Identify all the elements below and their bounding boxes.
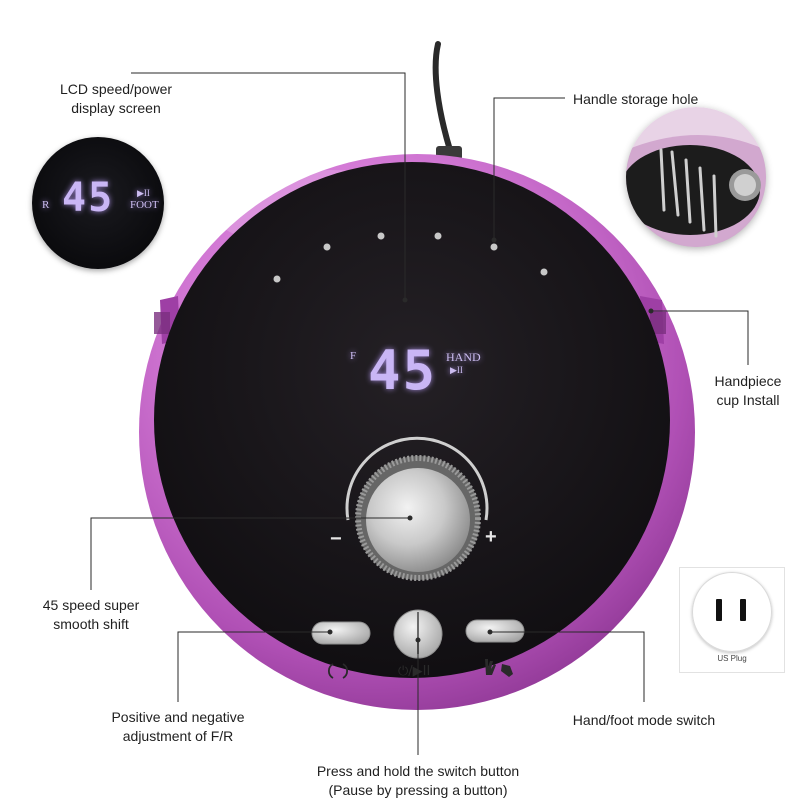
- us-plug-box: US Plug: [679, 567, 785, 673]
- leader-lines: [90, 72, 749, 755]
- label-lcd: LCD speed/power display screen: [59, 81, 173, 116]
- display-mode: HAND: [446, 350, 481, 364]
- plug-icon: [692, 572, 772, 652]
- display-direction: F: [350, 350, 357, 362]
- vent-dots: [273, 232, 548, 283]
- storage-hole-inset: [626, 107, 766, 247]
- plug-caption: US Plug: [717, 654, 747, 663]
- mode-button[interactable]: [466, 620, 524, 642]
- inset-mode: FOOT: [130, 199, 159, 211]
- label-mode-switch: Hand/foot mode switch: [572, 712, 716, 728]
- speed-arc: [345, 436, 489, 521]
- label-storage-hole: Handle storage hole: [573, 91, 699, 107]
- fr-button[interactable]: [312, 622, 370, 644]
- fr-rotate-icon: [327, 663, 349, 679]
- control-face: [154, 162, 670, 678]
- label-handpiece-cup: Handpiece cup Install: [714, 373, 782, 408]
- inset-speed-readout: 45: [62, 175, 115, 221]
- inset-play-pause-icon: ▶II: [137, 188, 150, 198]
- inset-direction: R: [42, 199, 50, 211]
- power-cord: [432, 41, 453, 153]
- knob-minus: −: [330, 528, 342, 550]
- knob-plus: +: [485, 526, 497, 548]
- label-power-button: Press and hold the switch button (Pause …: [316, 763, 520, 798]
- power-button[interactable]: [394, 610, 442, 658]
- label-speed-shift: 45 speed super smooth shift: [42, 597, 140, 632]
- speed-knob-control[interactable]: [358, 458, 478, 578]
- label-fr-adjust: Positive and negative adjustment of F/R: [111, 709, 245, 744]
- mode-button-shape: [465, 619, 525, 643]
- hand-foot-icon: [485, 659, 513, 677]
- lcd-inset: [32, 137, 164, 269]
- display-speed-readout: 45: [368, 339, 438, 402]
- power-pause-icon: ⏻/▶II: [398, 664, 431, 679]
- display-play-pause-icon: ▶II: [450, 365, 463, 375]
- fr-button-shape: [311, 621, 371, 645]
